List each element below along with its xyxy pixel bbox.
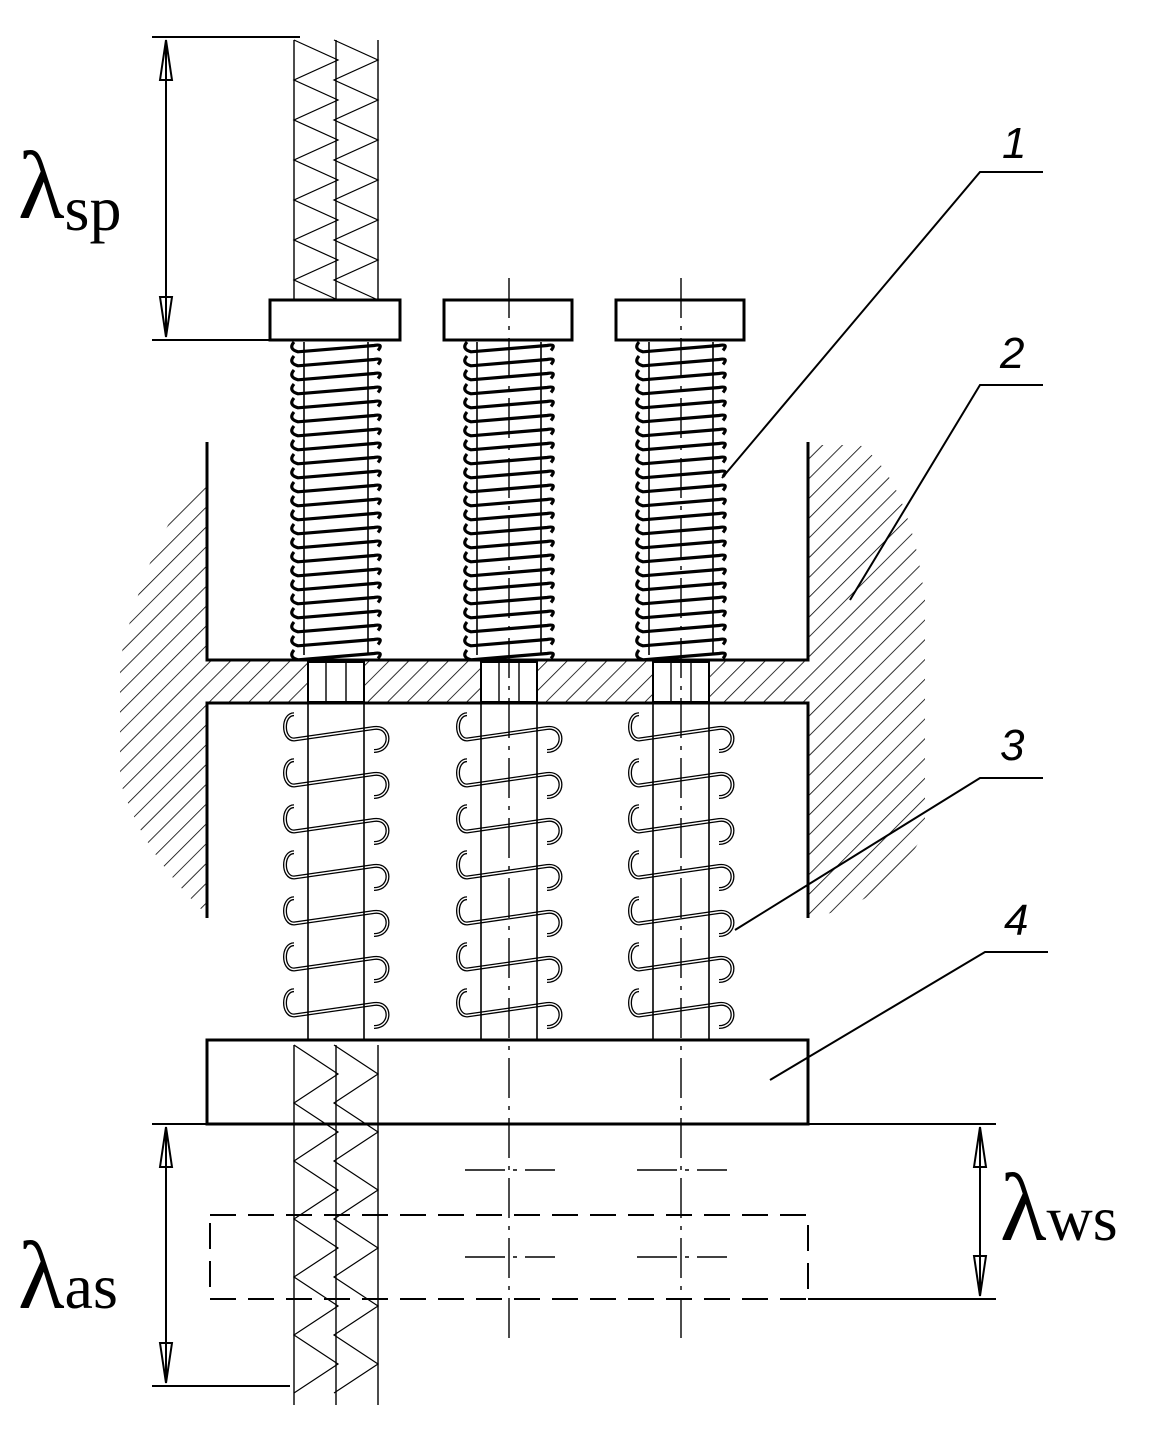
loose-spring-1-turn-inner [284,897,389,936]
loose-spring-1-turn [283,712,390,753]
loose-spring-2-turn-inner [457,851,562,890]
dim-ws-arrow-bottom [972,1255,988,1297]
ghost-spring-top-second [332,39,380,301]
spring-cap-right [614,298,746,342]
loose-spring-1-turn [283,850,390,891]
tight-spring-1 [290,340,382,662]
dim-label-sp: λsp [18,132,121,244]
leader-4 [769,951,1048,1081]
loose-spring-1-turn [283,942,390,983]
loose-spring-2-turn-inner [457,805,562,844]
callout-4-label: 4 [1004,896,1028,945]
leader-2 [849,384,1043,601]
loose-spring-1-turn [283,896,390,937]
dim-label-as: λas [18,1222,118,1329]
dim-sp-arrow-bottom [158,296,174,338]
loose-spring-1-turn-inner [284,989,389,1028]
spring-caps [268,298,746,342]
callout-1-label: 1 [1002,119,1026,168]
loose-spring-3-turn-inner [629,713,734,752]
dimension-lines [152,36,996,1387]
loose-spring-1-turn [283,804,390,845]
left-wall-hatch [120,470,207,915]
leader-1 [721,171,1043,479]
dim-ws-subscript: ws [1047,1183,1118,1254]
loose-spring-3-turn-inner [629,989,734,1028]
loose-spring-1-turn-inner [284,759,389,798]
loose-spring-2-turn-inner [457,713,562,752]
loose-spring-1-turn [283,758,390,799]
leader-lines [721,171,1048,1081]
loose-spring-1-turn-inner [284,943,389,982]
loose-spring-1-turn [283,988,390,1029]
loose-spring-2-turn-inner [457,943,562,982]
dim-as-arrow-bottom [158,1342,174,1384]
loose-spring-1-turn-inner [284,805,389,844]
callout-3-label: 3 [1000,721,1025,770]
loose-spring-2-turn-inner [457,897,562,936]
dim-sp-arrow-top [158,39,174,81]
loose-spring-3-turn-inner [629,759,734,798]
loose-spring-3-turn-inner [629,897,734,936]
dim-label-ws: λws [1000,1154,1118,1261]
dim-ws-symbol: λ [1000,1154,1047,1261]
dim-sp-symbol: λ [18,132,65,239]
loose-spring-2-turn-inner [457,759,562,798]
loose-spring-3-turn-inner [629,805,734,844]
spring-cap-left [268,298,402,342]
dim-as-arrow-top [158,1126,174,1168]
ghost-spring-bottom-second [332,1044,380,1394]
right-wall-hatch [808,445,925,918]
loose-spring-3-turn-inner [629,943,734,982]
spring-cap-middle [442,298,574,342]
loose-spring-3-turn-inner [629,851,734,890]
ghost-spring-top [292,39,340,301]
dim-ws-arrow-top [972,1126,988,1168]
callout-2-label: 2 [999,329,1024,378]
loose-spring-1-turn-inner [284,713,389,752]
loose-spring-1-turn-inner [284,851,389,890]
loose-spring-2-turn-inner [457,989,562,1028]
ghost-spring-bottom [292,1044,340,1394]
housing-outline-upper [205,442,810,662]
centre-lines [465,278,727,1345]
plate-pin-1 [307,661,365,703]
dim-sp-subscript: sp [65,173,122,244]
base-plate-part-4 [205,1038,810,1126]
dim-as-subscript: as [65,1251,118,1322]
dim-as-symbol: λ [18,1222,65,1329]
leader-3 [734,777,1043,931]
